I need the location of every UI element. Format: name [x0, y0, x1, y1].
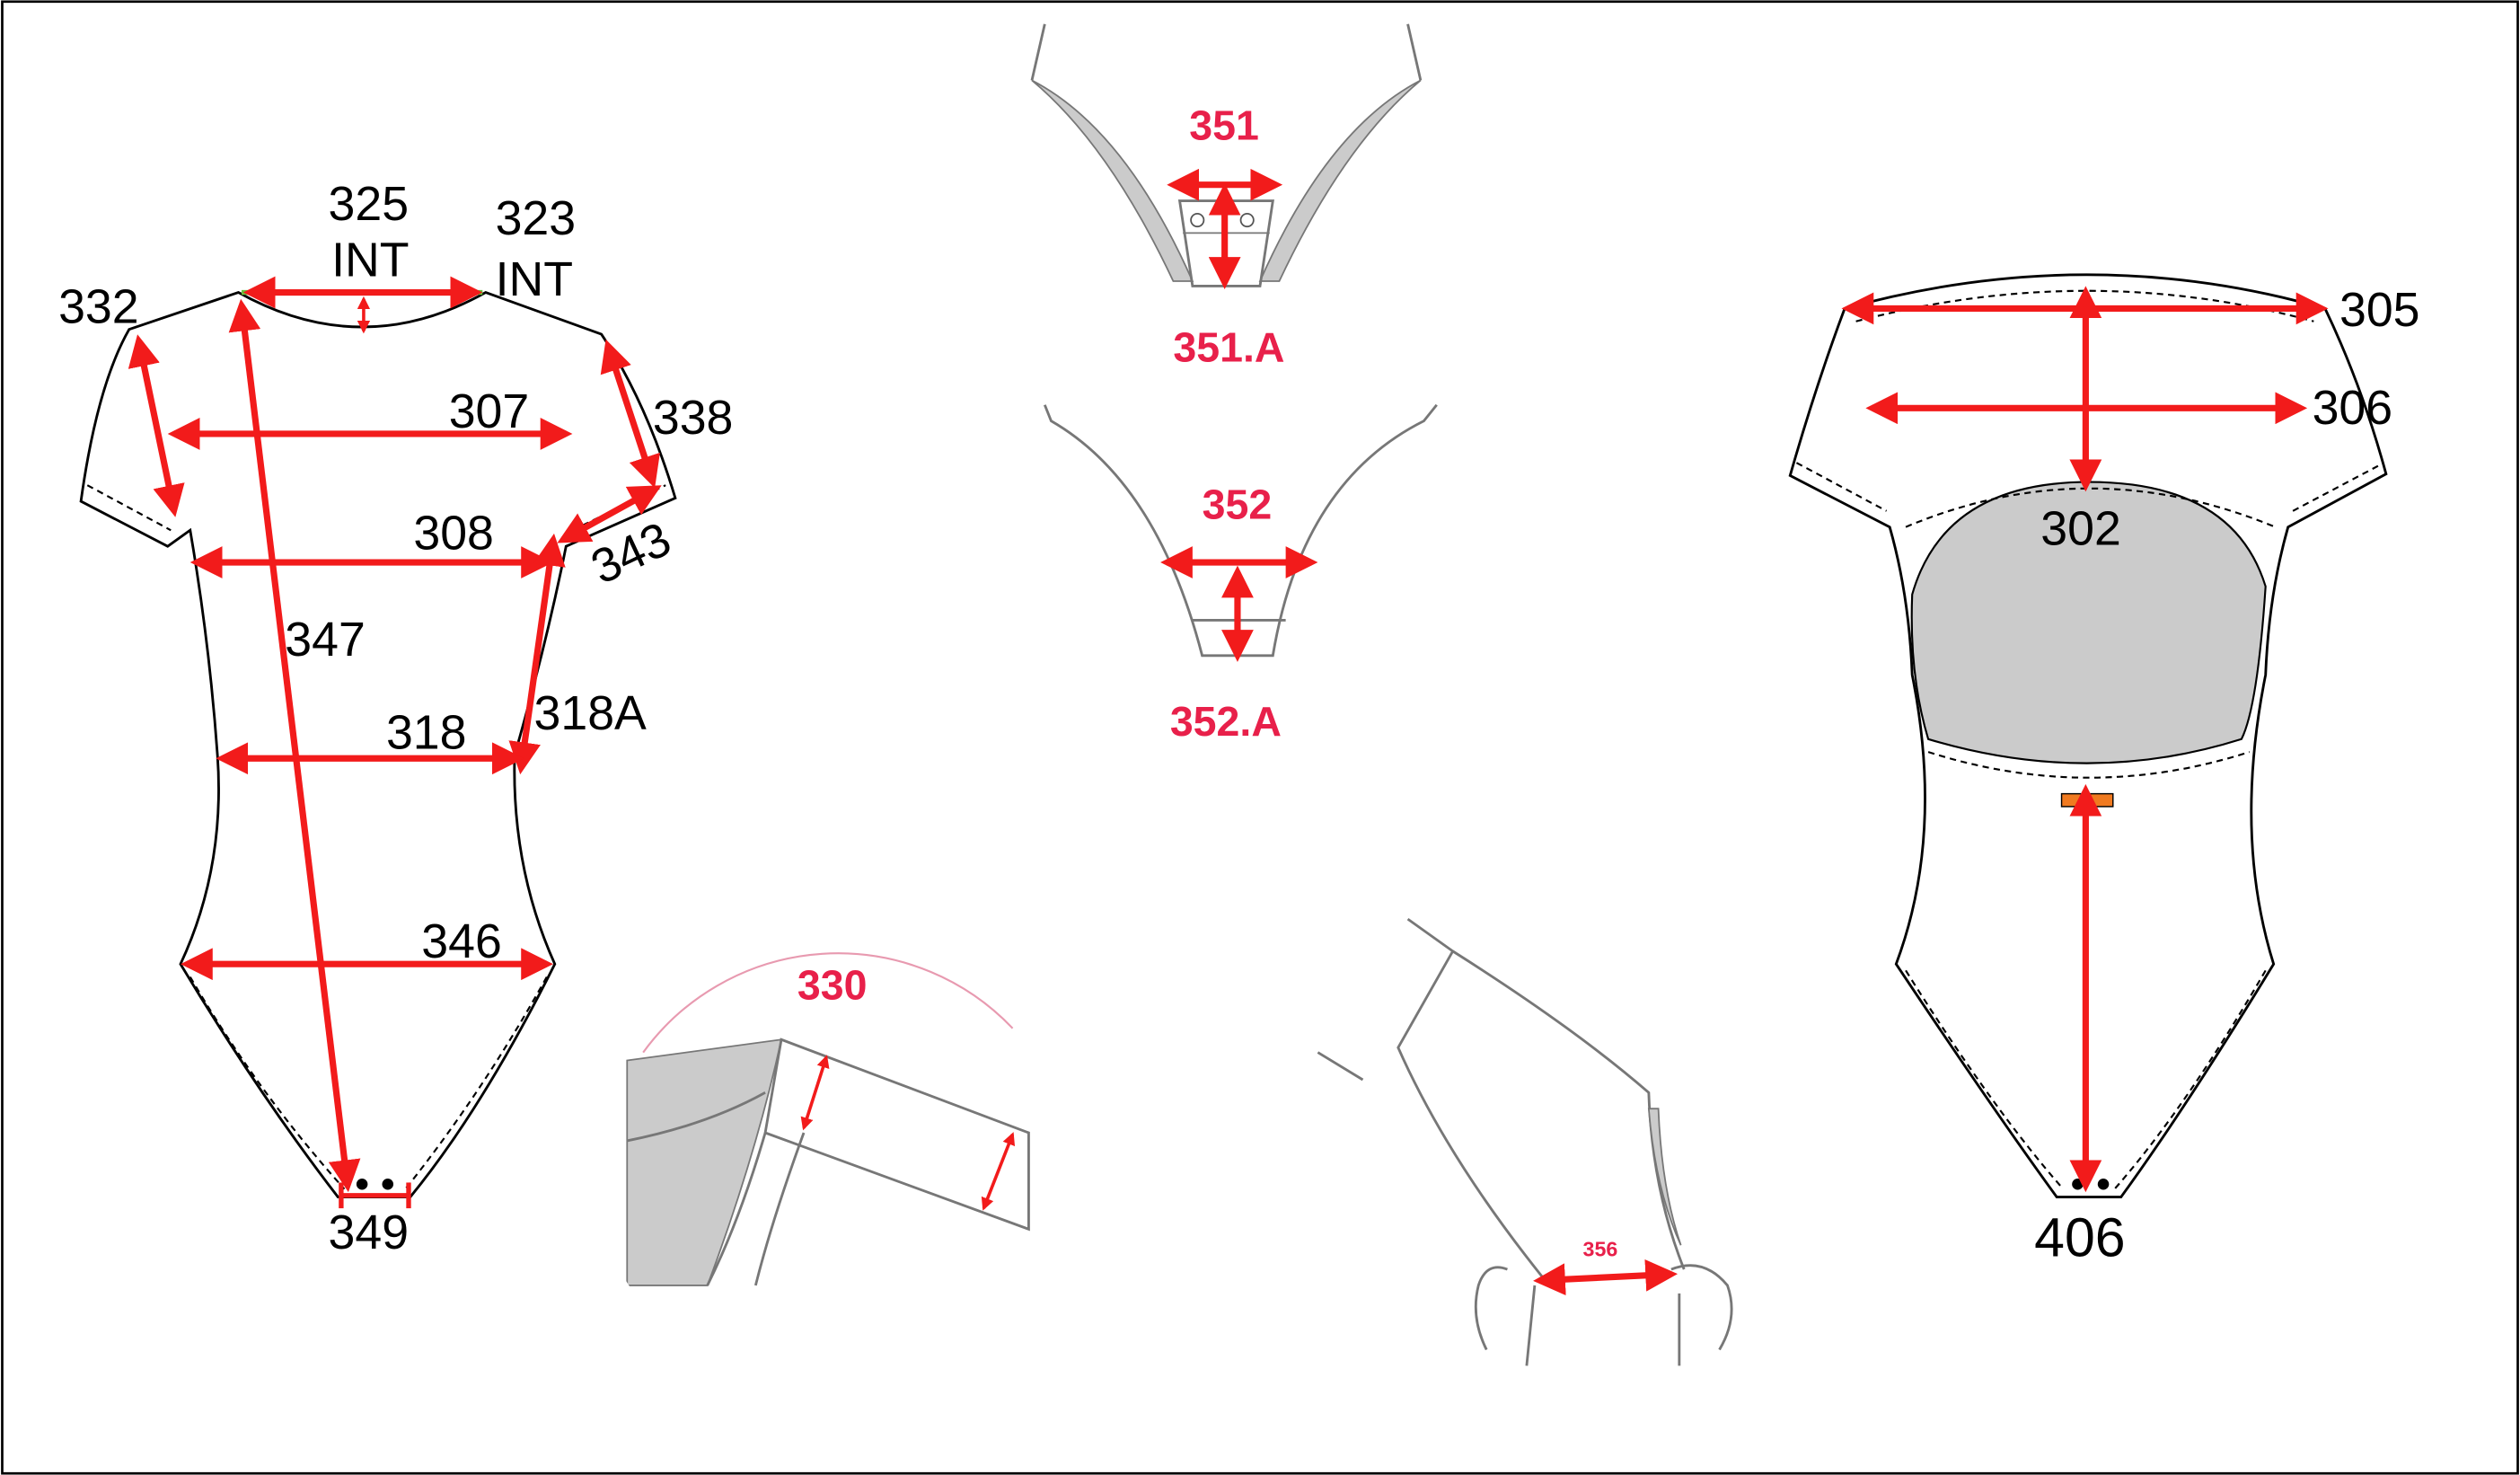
- label-325-int: INT: [331, 234, 409, 287]
- label-406: 406: [2034, 1207, 2125, 1268]
- arrow-356: [1533, 1259, 1679, 1296]
- arrow-338: [600, 339, 660, 489]
- arrow-318a: [508, 533, 566, 775]
- arrow-343: [557, 485, 662, 543]
- label-305: 305: [2339, 283, 2420, 337]
- label-306: 306: [2313, 381, 2393, 435]
- label-347: 347: [285, 613, 366, 667]
- stretch-detail-356: 356: [1317, 917, 1733, 1366]
- label-349: 349: [329, 1206, 410, 1259]
- label-302: 302: [2040, 501, 2121, 555]
- label-351: 351: [1189, 102, 1259, 149]
- label-352: 352: [1203, 481, 1273, 528]
- crotch-detail-352: 352 352.A: [1043, 403, 1438, 745]
- label-307: 307: [449, 384, 530, 438]
- arrow-332: [128, 334, 185, 517]
- label-338: 338: [653, 391, 734, 445]
- label-318: 318: [386, 706, 467, 760]
- label-356: 356: [1583, 1238, 1618, 1261]
- label-330: 330: [797, 962, 868, 1009]
- label-352a: 352.A: [1170, 698, 1282, 745]
- label-323: 323: [496, 191, 577, 245]
- label-325: 325: [329, 177, 410, 231]
- label-351a: 351.A: [1173, 323, 1284, 370]
- arrow-330-b: [981, 1132, 1016, 1211]
- label-332: 332: [58, 280, 139, 334]
- front-bodysuit: 325 INT 323 INT 332 307 338 308 343 347 …: [58, 177, 733, 1259]
- crotch-detail-351: 351 351.A: [1030, 23, 1423, 370]
- label-308: 308: [413, 507, 494, 561]
- arrow-330-a: [800, 1055, 830, 1131]
- arrow-347: [228, 298, 361, 1193]
- label-318a: 318A: [534, 686, 648, 740]
- back-bodysuit: 305 306 302 406: [1788, 273, 2420, 1268]
- binding-detail-330: 330: [591, 915, 1074, 1286]
- label-323-int: INT: [496, 252, 573, 306]
- label-346: 346: [421, 914, 502, 968]
